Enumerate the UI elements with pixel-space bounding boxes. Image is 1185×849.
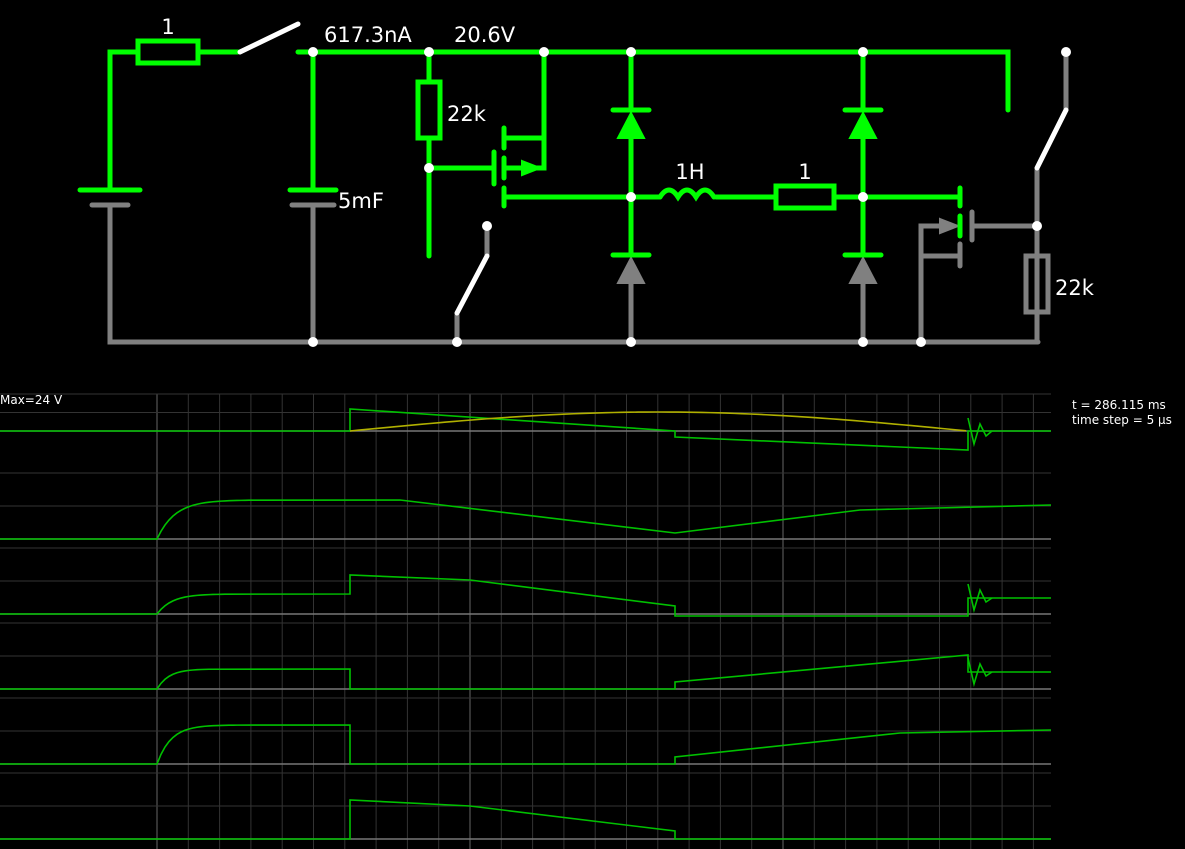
scope-ring-4 [967,657,993,688]
resistor-top[interactable] [135,38,201,66]
scope-ring-1 [967,417,993,448]
scope-ring-3 [967,583,993,614]
resistor-mid-label: 1 [798,160,811,184]
switch-blades[interactable] [237,21,1069,316]
circuit-nodes [308,47,1071,347]
resistor-22k-b-label: 22k [1055,276,1095,300]
time-readout: t = 286.115 ms [1072,398,1166,412]
resistor-22k-a[interactable] [415,79,443,141]
diode-arrow-icon [848,255,878,284]
timestep-readout: time step = 5 µs [1072,413,1172,427]
resistor-22k-b[interactable] [1023,253,1051,315]
capacitor-label: 5mF [338,189,384,213]
mosfet-arrow-icon [939,217,961,235]
resistor-22k-a-label: 22k [447,102,487,126]
diode-arrow-icon [848,110,878,139]
scope-trace-1 [0,408,1051,451]
scope-trace-4 [0,654,1051,690]
resistor-top-label: 1 [161,15,174,39]
live-wires [77,49,1011,259]
scope-grid [0,393,1051,849]
scope-trace-5 [0,724,1052,765]
mosfet-arrow-icon [521,159,543,177]
inductor-label: 1H [675,160,704,184]
diode-arrow-icon [616,110,646,139]
scope-panel: Max=24 V t = 286.115 ms time step = 5 µs [0,393,1172,849]
scope-trace-2 [0,499,1052,540]
voltage-readout: 20.6V [454,23,516,47]
circuit-schematic: 1 617.3nA 20.6V 22k 5mF 1H 1 22k [77,15,1095,347]
diode-arrow-icon [616,255,646,284]
current-readout: 617.3nA [324,23,412,47]
scope-trace-1b [349,411,967,432]
scope-trace-6 [0,799,1051,840]
resistor-mid[interactable] [773,183,837,211]
scope-trace-3 [0,574,1051,617]
scope-traces [0,408,1052,840]
scope-max-label: Max=24 V [0,393,63,407]
